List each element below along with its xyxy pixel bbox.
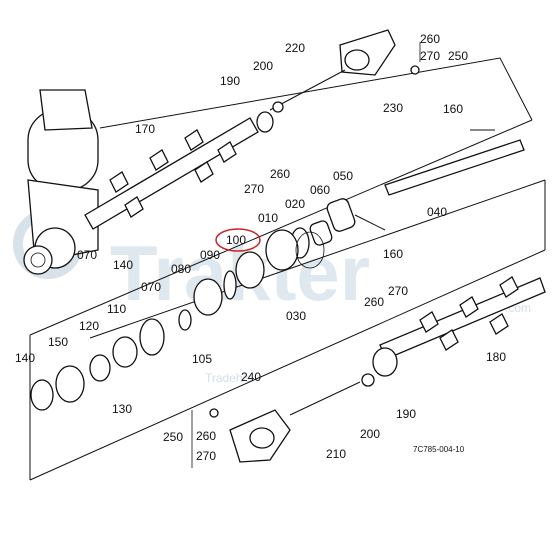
- main-shaft-assembly: [30, 129, 525, 411]
- tine-3: [184, 129, 204, 151]
- callout-150: 150: [48, 335, 68, 349]
- lower-tine-1: [419, 311, 439, 333]
- callout-260: 260: [364, 295, 384, 309]
- upper-flange: [256, 111, 274, 133]
- tine-2: [149, 149, 169, 171]
- callout-140: 140: [15, 351, 35, 365]
- gear-100: [235, 251, 265, 289]
- callout-130: 130: [112, 402, 132, 416]
- callout-030: 030: [286, 309, 306, 323]
- callout-160: 160: [443, 102, 463, 116]
- callout-020: 020: [285, 197, 305, 211]
- bolt-260-top: [410, 65, 420, 75]
- callout-labels: 220 200 190 260 270 250 230 170 260 270 …: [15, 32, 506, 463]
- lower-tine-shaft: [372, 276, 546, 377]
- flange-070: [139, 318, 165, 356]
- nut-200-bottom: [361, 373, 375, 387]
- bracket-240-hub: [249, 427, 275, 449]
- callout-270: 270: [244, 182, 264, 196]
- watermark-small: Tradehis: [205, 371, 251, 385]
- bolt-210: [289, 381, 361, 416]
- lower-flange: [372, 347, 398, 377]
- drive-sprocket-hub: [30, 252, 46, 268]
- callout-120: 120: [79, 319, 99, 333]
- callout-040: 040: [427, 205, 447, 219]
- housing-cap: [39, 89, 93, 131]
- reference-code: 7C785-004-10: [413, 445, 465, 454]
- callout-220: 220: [285, 41, 305, 55]
- drive-sprocket: [23, 245, 53, 275]
- bracket-230-hub: [344, 49, 370, 71]
- tine-6: [124, 196, 144, 218]
- callout-270: 270: [196, 449, 216, 463]
- bolt-260-bottom: [209, 408, 219, 418]
- bearing-080: [193, 278, 223, 316]
- callout-110: 110: [107, 302, 126, 316]
- callout-050: 050: [333, 169, 353, 183]
- hub-010: [265, 229, 299, 271]
- highlight-ring: [215, 228, 261, 252]
- bearing-050: [326, 198, 356, 232]
- lower-tine-3: [499, 276, 519, 298]
- callout-105: 105: [192, 352, 212, 366]
- lower-tine-5: [489, 313, 509, 335]
- gearbox-housing: [23, 89, 99, 275]
- callout-090: 090: [200, 248, 220, 262]
- lower-bracket: [209, 373, 375, 463]
- upper-frame-edge: [99, 57, 533, 129]
- collar-060: [309, 220, 333, 246]
- callout-070: 070: [77, 248, 97, 262]
- callout-200: 200: [253, 59, 273, 73]
- pin-160-bottom: [354, 214, 386, 231]
- lower-tine-4: [439, 329, 459, 351]
- watermark: Trakter .com Tradehis: [13, 209, 531, 385]
- tine-4: [217, 141, 237, 163]
- middle-frame-edge: [89, 179, 546, 339]
- callout-010: 010: [258, 211, 278, 225]
- top-bracket: [269, 29, 420, 113]
- callout-250: 250: [448, 49, 468, 63]
- coupling-110: [112, 336, 138, 368]
- callout-100: 100: [226, 233, 246, 247]
- callout-140: 140: [113, 258, 133, 272]
- callout-200: 200: [360, 427, 380, 441]
- callout-260: 260: [270, 167, 290, 181]
- callout-250: 250: [163, 430, 183, 444]
- nut-200-top: [272, 101, 284, 113]
- callout-170: 170: [135, 122, 155, 136]
- ring-105: [178, 309, 192, 331]
- tine-5: [194, 161, 214, 183]
- cover-140: [30, 379, 54, 411]
- callout-060: 060: [310, 183, 330, 197]
- callout-240: 240: [241, 370, 261, 384]
- callout-230: 230: [383, 101, 403, 115]
- callout-190: 190: [220, 74, 240, 88]
- shaft-040: [384, 139, 525, 196]
- callout-180: 180: [486, 350, 506, 364]
- callout-260: 260: [196, 429, 216, 443]
- lower-tine-2: [459, 296, 479, 318]
- washer-090: [223, 270, 237, 300]
- callout-070: 070: [141, 280, 161, 294]
- bolt-220: [269, 69, 346, 111]
- tine-1: [109, 171, 129, 193]
- bearing-120: [89, 354, 111, 382]
- lower-frame-edge: [29, 249, 546, 481]
- callout-270: 270: [420, 49, 440, 63]
- callout-260: 260: [420, 32, 440, 46]
- upper-tine-shaft: [84, 111, 274, 230]
- cap-150: [55, 365, 85, 403]
- upper-shaft-tube: [84, 117, 259, 230]
- callout-270: 270: [388, 284, 408, 298]
- callout-080: 080: [171, 262, 191, 276]
- frame-outline: [29, 57, 546, 481]
- callout-210: 210: [326, 447, 346, 461]
- o-ring-030: [295, 231, 325, 269]
- upper-frame-bottom: [29, 119, 533, 336]
- callout-160: 160: [383, 247, 403, 261]
- callout-190: 190: [396, 407, 416, 421]
